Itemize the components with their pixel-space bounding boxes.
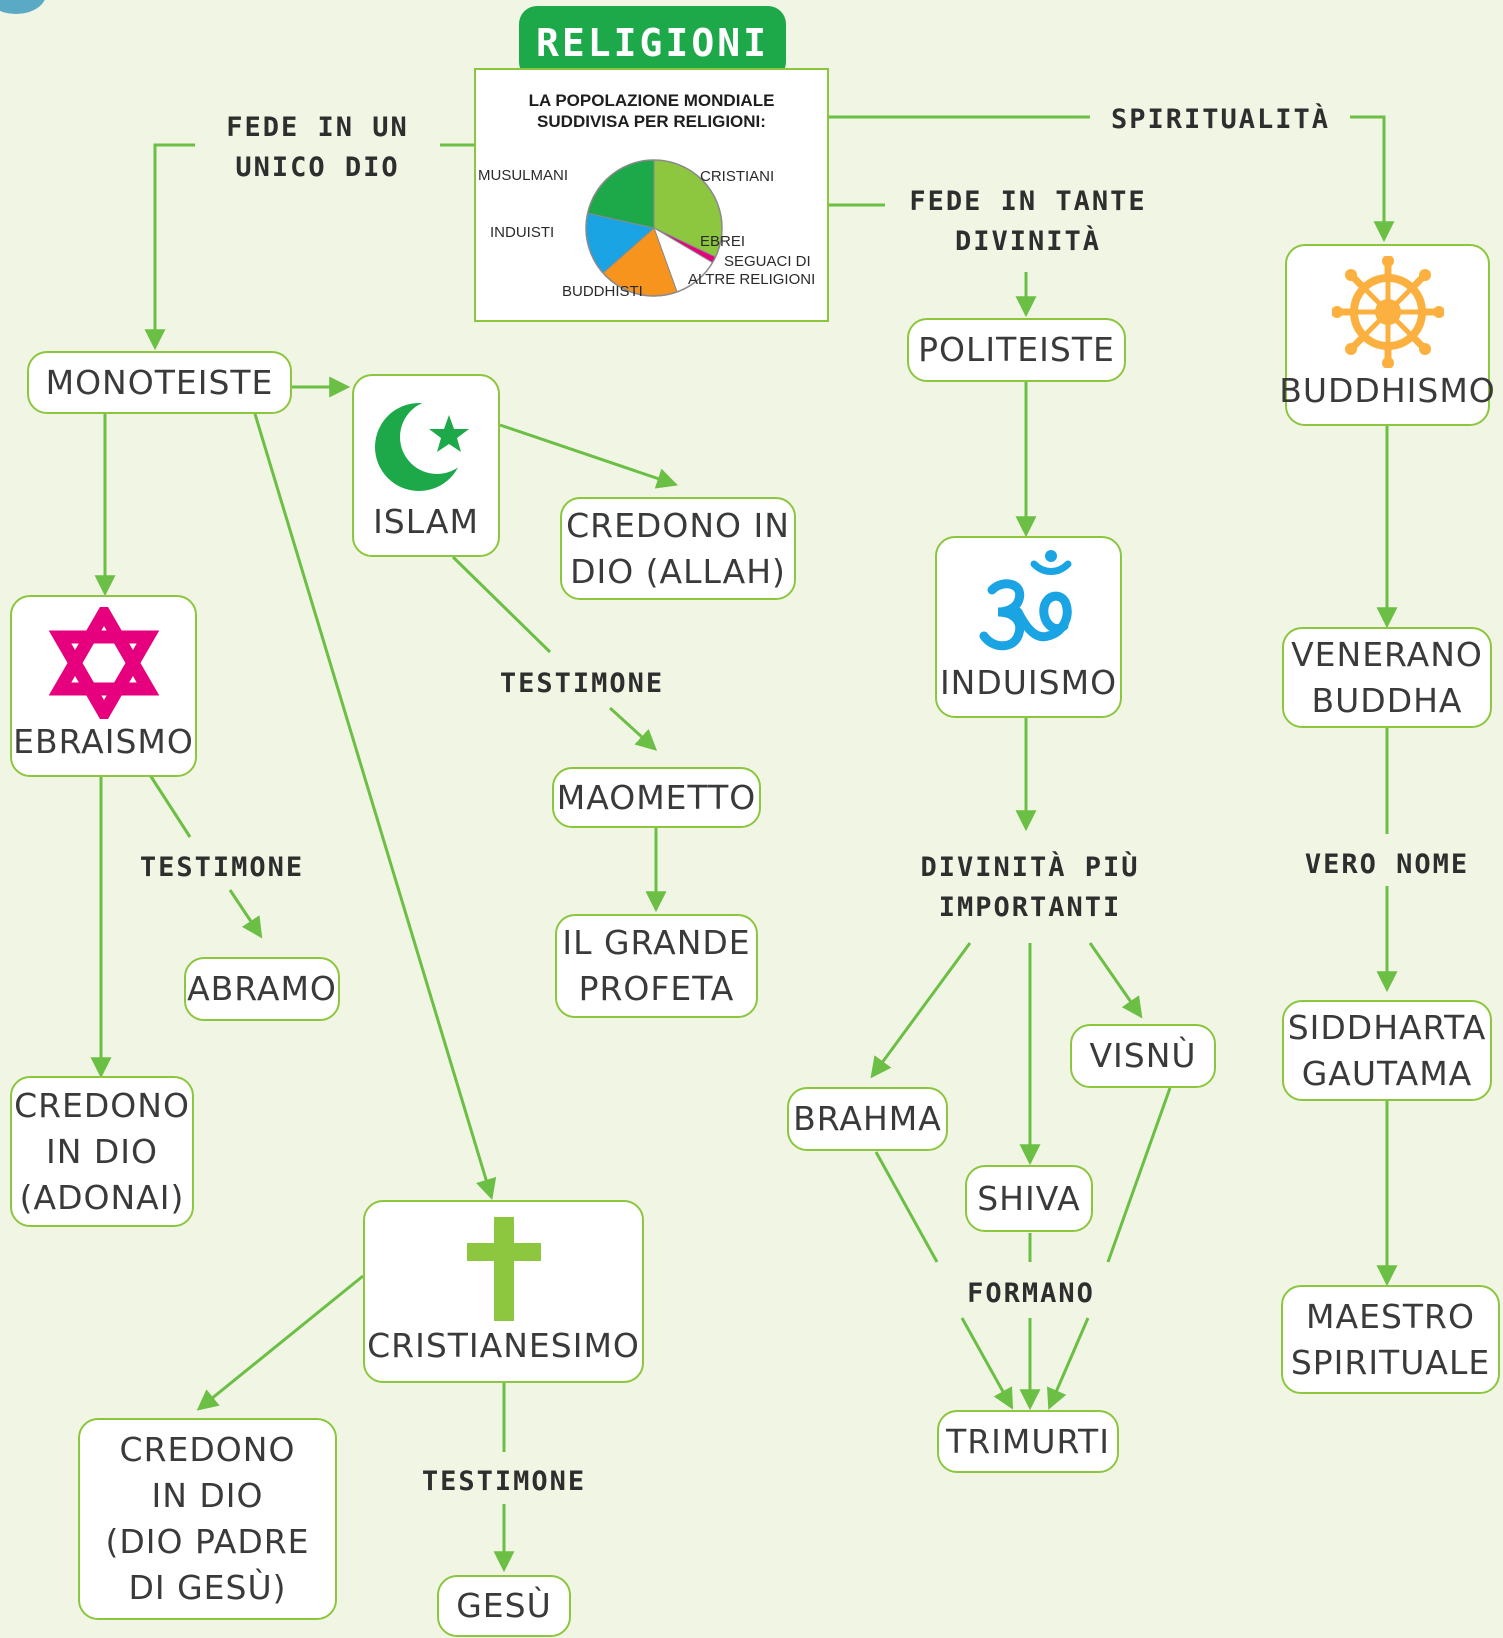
node-monoteiste: MONOTEISTE [27,351,292,414]
node-maestro-text: MAESTRO SPIRITUALE [1290,1296,1491,1382]
pie-label-cristiani: CRISTIANI [700,168,774,185]
node-gesu: GESÙ [437,1575,571,1637]
node-siddharta: SIDDHARTA GAUTAMA [1282,1000,1492,1101]
node-politeiste-text: POLITEISTE [918,330,1115,369]
pie-label-buddhisti: BUDDHISTI [562,283,643,300]
node-islam-text: ISLAM [373,502,479,541]
node-induismo: INDUISMO [935,536,1122,718]
node-maometto-text: MAOMETTO [556,777,757,817]
node-islam: ISLAM [352,374,500,557]
pie-chart-box: LA POPOLAZIONE MONDIALE SUDDIVISA PER RE… [474,68,829,322]
node-credono-padre: CREDONO IN DIO (DIO PADRE DI GESÙ) [78,1418,337,1620]
label-spiritualita: SPIRITUALITÀ [1098,100,1343,140]
label-divinita-importanti: DIVINITÀ PIÙ IMPORTANTI [893,848,1167,928]
om-icon [979,550,1072,651]
star-of-david-icon [48,607,159,719]
label-testimone-islam: TESTIMONE [482,664,682,704]
node-credono-adonai: CREDONO IN DIO (ADONAI) [10,1076,194,1227]
label-testimone-ebraismo: TESTIMONE [122,848,322,888]
chart-title: LA POPOLAZIONE MONDIALE SUDDIVISA PER RE… [528,91,775,131]
node-maometto: MAOMETTO [552,767,761,828]
node-cristianesimo-text: CRISTIANESIMO [367,1326,640,1365]
node-induismo-text: INDUISMO [939,663,1118,702]
pie-outline [585,159,723,297]
node-ebraismo-text: EBRAISMO [13,722,194,761]
node-credono-allah-text: CREDONO IN DIO (ALLAH) [566,505,790,591]
node-visnu-text: VISNÙ [1089,1036,1197,1075]
node-grande-profeta: IL GRANDE PROFETA [555,914,758,1018]
label-vero-nome: VERO NOME [1290,845,1484,885]
pie-label-ebrei: EBREI [700,233,745,250]
crescent-star-icon [375,400,474,491]
node-buddhismo-text: BUDDHISMO [1279,371,1496,410]
label-fede-tante-divinita: FEDE IN TANTE DIVINITÀ [892,182,1164,262]
node-credono-padre-text: CREDONO IN DIO (DIO PADRE DI GESÙ) [105,1430,310,1607]
node-trimurti: TRIMURTI [937,1410,1119,1473]
node-abramo: ABRAMO [184,957,340,1021]
label-fede-unico-dio: FEDE IN UN UNICO DIO [200,108,435,188]
node-abramo-text: ABRAMO [187,969,337,1008]
node-ebraismo: EBRAISMO [10,595,197,777]
node-venerano-buddha-text: VENERANO BUDDHA [1291,634,1483,720]
node-credono-allah: CREDONO IN DIO (ALLAH) [560,497,796,600]
node-shiva: SHIVA [965,1165,1093,1232]
diagram-title: RELIGIONI [519,6,786,80]
cross-icon [466,1217,541,1321]
node-trimurti-text: TRIMURTI [946,1421,1110,1461]
node-siddharta-text: SIDDHARTA GAUTAMA [1287,1007,1487,1093]
label-testimone-cristianesimo: TESTIMONE [404,1462,604,1502]
node-cristianesimo: CRISTIANESIMO [363,1200,644,1383]
node-brahma: BRAHMA [787,1087,948,1151]
node-monoteiste-text: MONOTEISTE [45,362,274,402]
pie-label-induisti: INDUISTI [490,224,554,241]
node-venerano-buddha: VENERANO BUDDHA [1282,627,1492,728]
node-buddhismo: BUDDHISMO [1279,244,1495,426]
node-politeiste: POLITEISTE [907,318,1126,382]
node-maestro: MAESTRO SPIRITUALE [1281,1285,1500,1394]
pie-label-musulmani: MUSULMANI [478,167,568,184]
dharma-wheel-icon [1331,256,1444,368]
node-grande-profeta-text: IL GRANDE PROFETA [562,923,751,1008]
node-visnu: VISNÙ [1070,1024,1216,1088]
node-gesu-text: GESÙ [456,1586,552,1625]
node-credono-adonai-text: CREDONO IN DIO (ADONAI) [14,1085,190,1217]
label-formano: FORMANO [941,1274,1121,1314]
node-brahma-text: BRAHMA [793,1099,942,1138]
node-shiva-text: SHIVA [977,1178,1081,1218]
